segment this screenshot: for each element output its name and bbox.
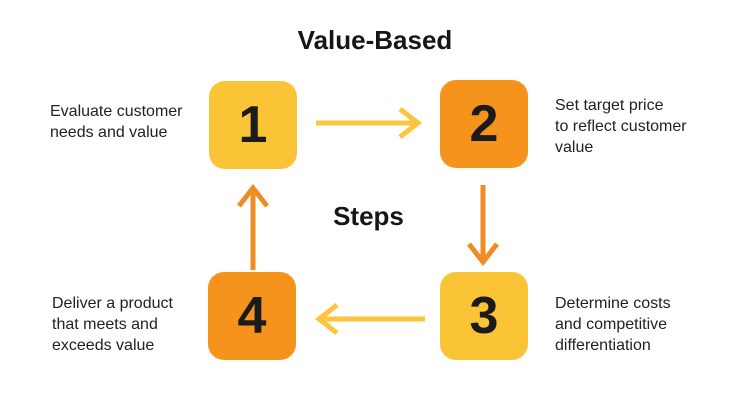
- step-number-1: 1: [238, 96, 268, 154]
- step-number-2: 2: [469, 95, 499, 153]
- step-box-1: 1: [209, 81, 297, 169]
- step-box-3: 3: [440, 272, 528, 360]
- step-label-4: Deliver a product that meets and exceeds…: [52, 295, 173, 354]
- arrow-4-to-1: [235, 182, 271, 277]
- step-number-3: 3: [469, 287, 499, 345]
- arrow-1-to-2: [310, 105, 435, 141]
- step-label-3: Determine costs and competitive differen…: [555, 295, 671, 354]
- subtitle-steps: Steps: [333, 201, 404, 231]
- step-label-2: Set target price to reflect customer val…: [555, 97, 687, 156]
- arrow-3-to-4: [305, 301, 430, 337]
- arrow-2-to-3: [465, 180, 501, 270]
- step-box-2: 2: [440, 80, 528, 168]
- step-label-1: Evaluate customer needs and value: [50, 103, 183, 141]
- step-box-4: 4: [208, 272, 296, 360]
- step-number-4: 4: [237, 287, 267, 345]
- page-title: Value-Based: [297, 25, 453, 55]
